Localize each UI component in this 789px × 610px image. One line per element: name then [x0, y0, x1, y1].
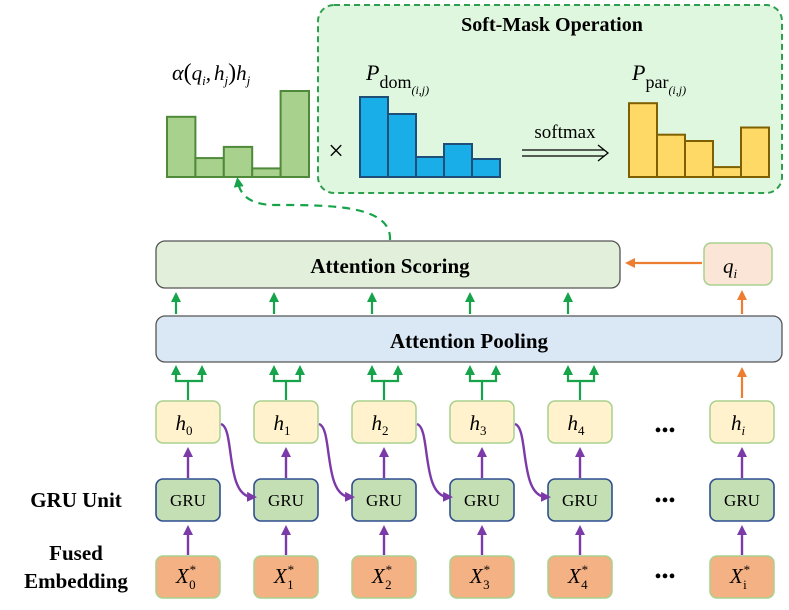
p-par-bar-0: [628, 102, 658, 178]
fused-label-line1: Fused: [49, 541, 103, 565]
p-par-bar-1: [656, 133, 686, 178]
p-par-bar-4: [740, 126, 770, 178]
hidden-to-pooling-arrow-left: [367, 365, 386, 400]
hidden-state-label: h2: [372, 411, 389, 438]
p-dom-bar-1: [387, 113, 417, 178]
soft-mask-panel: Soft-Mask Operation × Pdom(i,j) softmax …: [317, 4, 783, 194]
hidden-to-pooling-arrow-left: [563, 365, 582, 400]
query-label: qi: [723, 254, 738, 281]
soft-mask-title: Soft-Mask Operation: [461, 14, 643, 36]
attention-pooling-label: Attention Pooling: [390, 329, 549, 353]
hidden-state-box: [155, 400, 221, 444]
gru-unit-box: [155, 478, 221, 522]
query-box: [703, 242, 773, 286]
hidden-state-box: [547, 400, 613, 444]
alpha-bar-0: [166, 115, 197, 179]
hidden-to-pooling-arrow-right: [482, 365, 501, 383]
attention-pooling-box: [155, 315, 783, 363]
p-par-label: Ppar(i,j): [631, 60, 686, 97]
p-dom-bar-4: [471, 158, 501, 178]
hidden-to-pooling-arrow-right: [286, 365, 305, 383]
hidden-state-box: [709, 400, 775, 444]
alpha-weighted-hidden: α(qi,hj)hj: [166, 60, 311, 179]
hidden-to-pooling-arrow-left: [269, 365, 288, 400]
p-dom-bar-chart: [359, 96, 501, 178]
hidden-state-row: h0 h1 h2 h3 h4 hi: [155, 400, 775, 444]
ellipsis-hidden: •••: [654, 420, 675, 442]
embedding-label: X*1: [273, 562, 294, 592]
alpha-bar-chart: [166, 90, 311, 179]
ellipsis-embedding: •••: [654, 566, 675, 588]
hidden-state-box: [449, 400, 515, 444]
gru-unit-box: [709, 478, 775, 522]
alpha-bar-3: [251, 167, 282, 178]
softmax-arrow: [522, 144, 610, 162]
hidden-state-box: [253, 400, 319, 444]
embedding-box: [253, 555, 319, 599]
alpha-bar-4: [279, 90, 311, 178]
alpha-bar-2: [222, 145, 254, 178]
recurrent-arrow: [318, 422, 355, 502]
hidden-state-label: h3: [470, 411, 487, 438]
attention-scoring-box: [155, 240, 621, 289]
ellipsis-gru: •••: [654, 490, 675, 512]
p-par-bar-chart: [628, 102, 770, 179]
gru-unit-label: GRU: [170, 491, 206, 510]
embedding-label: X*0: [175, 562, 196, 592]
pooling-to-scoring-arrows: [171, 292, 573, 314]
hidden-to-pooling-arrows: [171, 365, 599, 400]
p-par-bar-2: [684, 140, 714, 178]
embedding-box: [155, 555, 221, 599]
embedding-row: X*0 X*1 X*2 X*3 X*4 X*i: [155, 555, 775, 599]
row-connection-arrows: [183, 447, 747, 555]
p-par-bar-3: [712, 166, 742, 179]
embedding-label: X*i: [729, 562, 750, 592]
embedding-label: X*4: [567, 562, 588, 592]
hidden-to-pooling-arrow-right: [384, 365, 403, 383]
times-sign: ×: [328, 136, 344, 167]
embedding-box: [547, 555, 613, 599]
alpha-label: α(qi,hj)hj: [172, 60, 251, 88]
embedding-label: X*2: [371, 562, 392, 592]
recurrent-arrows: [220, 422, 551, 502]
gru-unit-label: GRU: [268, 491, 304, 510]
scoring-to-alpha-dashed-arrow: [233, 177, 392, 241]
gru-unit-label: GRU: [464, 491, 500, 510]
recurrent-arrow: [416, 422, 453, 502]
gru-row: GRU GRU GRU GRU GRU GRU: [155, 478, 775, 522]
softmax-label: softmax: [534, 122, 596, 143]
alpha-bar-1: [194, 157, 225, 179]
hidden-state-label: h4: [568, 411, 586, 438]
gru-unit-label: GRU: [724, 491, 760, 510]
hidden-state-label: h0: [176, 411, 193, 438]
fused-label-line2: Embedding: [24, 569, 128, 593]
embedding-label: X*3: [469, 562, 490, 592]
p-dom-bar-2: [415, 156, 445, 178]
p-dom-label: Pdom(i,j): [365, 60, 429, 97]
gru-unit-label: GRU: [366, 491, 402, 510]
gru-unit-row-label: GRU Unit: [30, 488, 122, 512]
attention-scoring-label: Attention Scoring: [310, 254, 470, 278]
hidden-state-box: [351, 400, 417, 444]
recurrent-arrow: [220, 422, 257, 502]
hidden-to-pooling-arrow-left: [171, 365, 190, 400]
embedding-box: [449, 555, 515, 599]
recurrent-arrow: [514, 422, 551, 502]
p-dom-bar-3: [443, 143, 473, 178]
hidden-to-pooling-arrow-right: [580, 365, 599, 383]
hidden-to-pooling-arrow-right: [188, 365, 207, 383]
p-dom-bar-0: [359, 96, 389, 178]
embedding-box: [709, 555, 775, 599]
gru-unit-label: GRU: [562, 491, 598, 510]
hidden-state-label: hi: [731, 411, 746, 438]
hidden-state-label: h1: [274, 411, 291, 438]
hidden-to-pooling-arrow-left: [465, 365, 484, 400]
embedding-box: [351, 555, 417, 599]
